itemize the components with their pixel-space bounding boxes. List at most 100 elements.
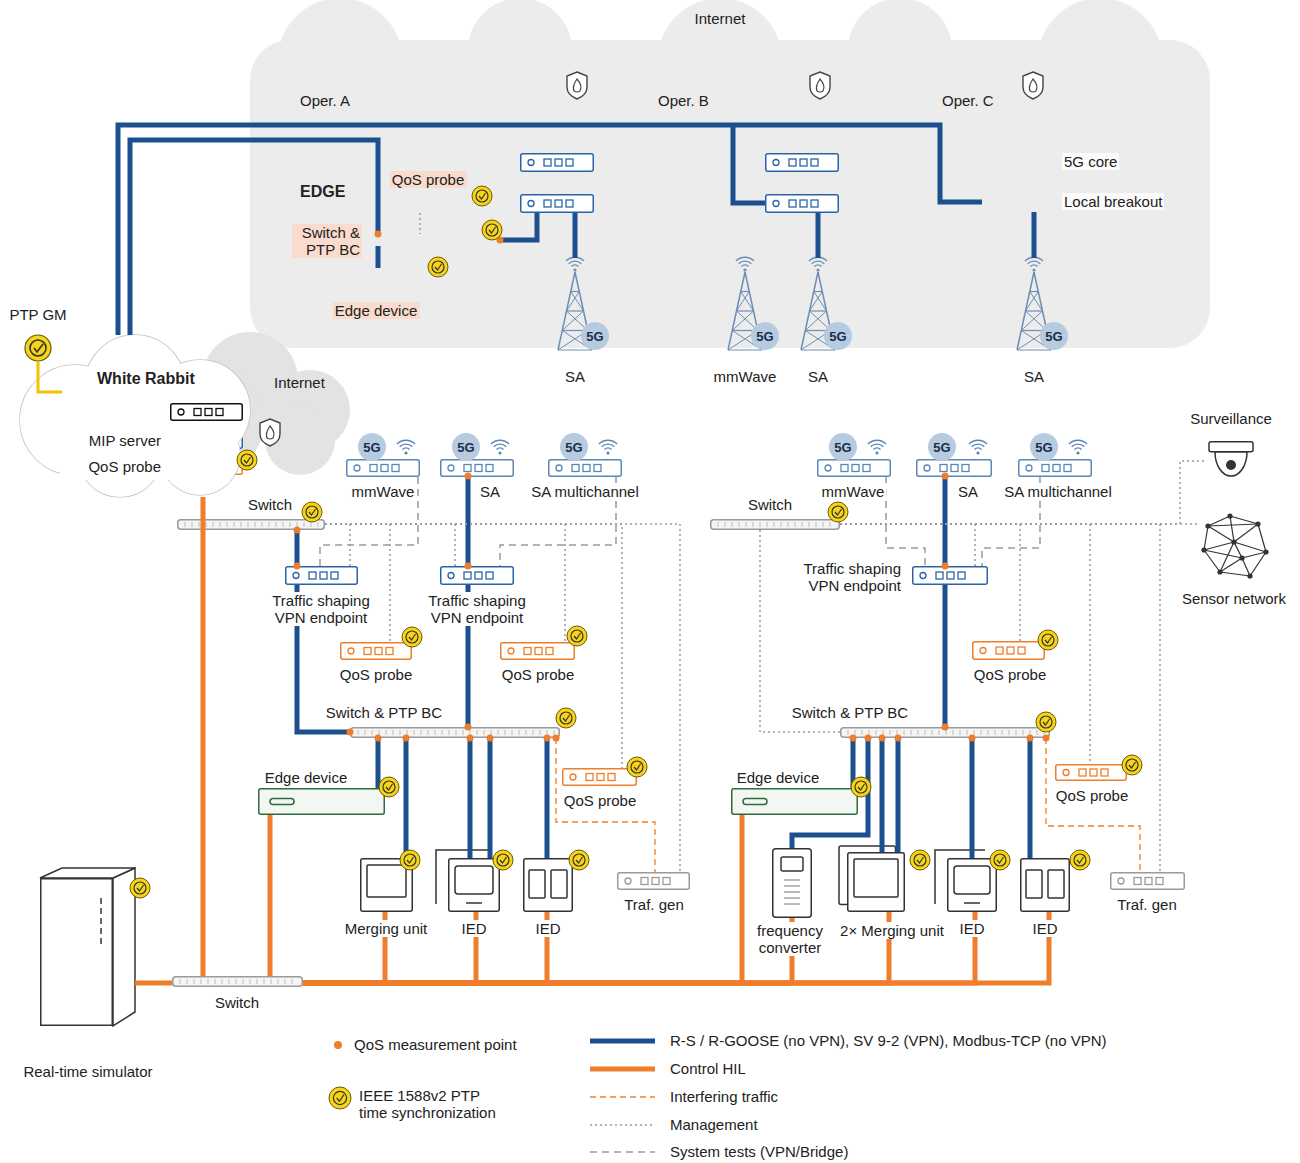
node-label: EDGE	[298, 183, 347, 200]
node-label: Switch & PTP BC	[324, 704, 444, 721]
connector	[556, 738, 655, 872]
node-label: SA	[806, 368, 830, 385]
connector	[760, 530, 840, 732]
qos-measurement-point	[879, 735, 886, 742]
connector	[376, 738, 381, 788]
ptp-clock-badge	[1122, 755, 1142, 775]
qos-measurement-point	[347, 729, 354, 736]
5g-modem-shape	[916, 459, 992, 477]
connector	[325, 524, 622, 768]
connector	[325, 524, 390, 642]
qos-measurement-point	[969, 735, 976, 742]
node-label: Switch	[746, 496, 794, 513]
ptp-clock: PTP GM	[24, 334, 52, 362]
ptp-clock-badge	[556, 708, 576, 728]
node-label: mmWave	[350, 483, 417, 500]
switch-strip: Switch & PTP BC	[840, 727, 1050, 738]
switch-strip-shape	[350, 727, 560, 738]
connector	[840, 523, 1200, 525]
qos-probe-box: QoS probe	[972, 641, 1045, 660]
qos-measurement-point	[942, 724, 949, 731]
connector	[466, 477, 471, 566]
qos-probe-box-shape	[972, 641, 1045, 660]
qos-probe-box-shape	[1055, 764, 1127, 781]
wire	[1208, 516, 1230, 526]
network-device-shape	[440, 566, 514, 585]
connector	[376, 246, 381, 268]
5g-modem-shape	[548, 459, 622, 477]
qos-measurement-point	[942, 563, 949, 570]
wire	[100, 938, 102, 944]
traffic-generator-shape	[617, 872, 690, 890]
traffic-generator: Traf. gen	[1110, 872, 1185, 890]
wire	[100, 918, 102, 924]
ied-device: IED	[947, 858, 997, 912]
badge-text: 5G	[1030, 433, 1058, 461]
node-label: 5G core	[1062, 153, 1119, 170]
network-device	[766, 195, 839, 213]
connector	[466, 585, 471, 727]
badge-text: 5G	[928, 433, 956, 461]
wire	[784, 892, 800, 893]
node-label: QoS probe	[562, 792, 639, 809]
node-label: Traffic shaping VPN endpoint	[260, 592, 382, 626]
connector	[268, 815, 273, 976]
qos-probe-box: QoS probe	[340, 642, 412, 660]
node-label: Internet	[693, 10, 748, 27]
frequency-converter-shape	[772, 848, 812, 918]
ptp-clock-badge	[569, 850, 589, 870]
qos-measurement-point	[467, 735, 474, 742]
wire	[1204, 526, 1208, 550]
sensor-network-shape	[1200, 512, 1270, 582]
connector	[982, 477, 1040, 566]
5g-modem-shape	[346, 459, 420, 477]
badge-text: 5G	[560, 433, 588, 461]
wire	[1234, 542, 1242, 558]
simulator-cabinet-shape	[40, 878, 135, 1026]
node-label: Surveillance	[1188, 410, 1274, 427]
firewall-icon	[810, 72, 830, 99]
node-label: Traffic shaping VPN endpoint	[416, 592, 538, 626]
ied-device: IED	[523, 858, 573, 912]
qos-measurement-point	[1043, 735, 1050, 742]
network-device: Traffic shaping VPN endpoint	[912, 566, 988, 585]
wire	[1017, 349, 1051, 350]
wire	[571, 291, 580, 292]
simulator-cabinet: Real-time simulator	[40, 878, 135, 1026]
traffic-generator-shape	[1110, 872, 1185, 890]
node-label: SA	[478, 483, 502, 500]
switch-strip-shape	[177, 519, 325, 530]
connector	[468, 738, 473, 858]
legend-text: Interfering traffic	[668, 1088, 780, 1105]
ied-device-shape	[448, 858, 500, 912]
node-label: IED	[1030, 920, 1059, 937]
wire	[1204, 542, 1234, 550]
wire	[562, 311, 583, 331]
node-label: QoS probe	[86, 458, 163, 475]
network-device	[171, 404, 243, 421]
legend-sample	[590, 1039, 655, 1044]
merging-unit-shape	[360, 858, 413, 912]
ptp-clock-badge	[851, 777, 871, 797]
cell-tower: 5GSA	[555, 258, 595, 350]
connector	[840, 524, 1090, 764]
switch-strip: Switch & PTP BC	[350, 727, 560, 738]
legend-text: IEEE 1588v2 PTP time synchronization	[357, 1087, 511, 1121]
wire	[567, 310, 584, 311]
badge-text: 5G	[581, 322, 609, 350]
wire	[1208, 526, 1234, 542]
legend-sample	[590, 1067, 655, 1072]
wire	[733, 125, 765, 203]
node-label: Switch & PTP BC	[292, 224, 362, 258]
cell-tower: 5GSA	[798, 258, 838, 350]
switch-strip-shape	[710, 519, 840, 530]
badge-text: 5G	[829, 433, 857, 461]
node-label: Real-time simulator	[21, 1063, 154, 1080]
connector	[325, 524, 565, 642]
wire	[1204, 550, 1242, 558]
legend-text: Control HIL	[668, 1060, 748, 1077]
connector	[303, 815, 742, 983]
legend-text: Management	[668, 1116, 760, 1133]
connector	[303, 912, 547, 983]
